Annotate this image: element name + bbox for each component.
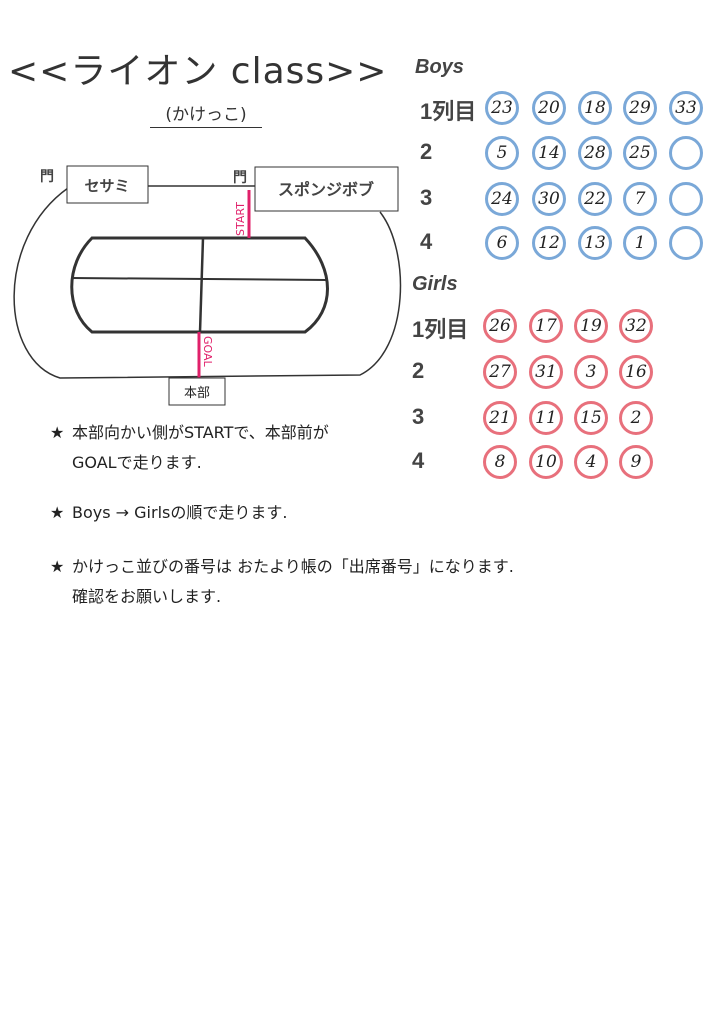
boys-number-circle: 29 (623, 91, 657, 125)
girls-number-circle: 11 (529, 401, 563, 435)
girls-row-label: 4 (412, 448, 425, 473)
star-icon: ★ (50, 423, 65, 442)
star-icon: ★ (50, 503, 65, 522)
girls-row-label: 1列目 (412, 317, 469, 342)
inner-field (70, 236, 329, 334)
boys-number-circle: 12 (532, 226, 566, 260)
boys-number-circle: 30 (532, 182, 566, 216)
box-sesame: セサミ (84, 177, 129, 195)
subtitle: (かけっこ) (150, 100, 262, 128)
boys-number-circle: 6 (485, 226, 519, 260)
girls-number-circle: 16 (619, 355, 653, 389)
boys-row-label: 1列目 (420, 99, 477, 124)
note-text: Boys → Girlsの順で走ります. (72, 503, 288, 522)
boys-number-circle (669, 136, 703, 170)
girls-number-circle: 19 (574, 309, 608, 343)
boys-number-circle: 20 (532, 91, 566, 125)
boys-row-label: 2 (420, 139, 433, 164)
boys-number-circle: 14 (532, 136, 566, 170)
girls-number-circle: 27 (483, 355, 517, 389)
girls-number-circle: 2 (619, 401, 653, 435)
note-text: 確認をお願いします. (72, 587, 222, 606)
girls-number-circle: 26 (483, 309, 517, 343)
boys-number-circle: 13 (578, 226, 612, 260)
gate-right: 門 (233, 170, 247, 186)
boys-number-circle: 24 (485, 182, 519, 216)
boys-number-circle: 22 (578, 182, 612, 216)
boys-number-circle: 33 (669, 91, 703, 125)
note: ★ 本部向かい側がSTARTで、本部前が GOALで走ります. (50, 418, 329, 478)
track-diagram: START GOAL セサミ スポンジボブ 門 門 本部 (13, 165, 402, 406)
hq-label: 本部 (184, 386, 210, 401)
girls-row-label: 2 (412, 358, 425, 383)
boys-number-circle: 5 (485, 136, 519, 170)
girls-number-circle: 15 (574, 401, 608, 435)
start-label: START (234, 202, 247, 236)
note: ★ Boys → Girlsの順で走ります. (50, 498, 287, 528)
boys-number-circle: 25 (623, 136, 657, 170)
boys-number-circle: 18 (578, 91, 612, 125)
girls-number-circle: 21 (483, 401, 517, 435)
girls-number-circle: 4 (574, 445, 608, 479)
page-title: <<ライオン class>> (8, 51, 388, 92)
boys-number-circle (669, 182, 703, 216)
girls-number-circle: 8 (483, 445, 517, 479)
girls-number-circle: 32 (619, 309, 653, 343)
note-text: かけっこ並びの番号は おたより帳の「出席番号」になります. (72, 557, 514, 576)
girls-number-circle: 9 (619, 445, 653, 479)
boys-row-label: 3 (420, 185, 433, 210)
boys-number-circle: 23 (485, 91, 519, 125)
girls-number-circle: 31 (529, 355, 563, 389)
girls-row-label: 3 (412, 404, 425, 429)
girls-heading: Girls (412, 273, 458, 295)
girls-number-circle: 10 (529, 445, 563, 479)
boys-number-circle: 28 (578, 136, 612, 170)
boys-row-label: 4 (420, 229, 433, 254)
boys-number-circle: 7 (623, 182, 657, 216)
note: ★ かけっこ並びの番号は おたより帳の「出席番号」になります. 確認をお願いします. (50, 552, 514, 612)
girls-number-circle: 17 (529, 309, 563, 343)
gate-left: 門 (40, 169, 54, 185)
boys-number-circle (669, 226, 703, 260)
boys-number-circle: 1 (623, 226, 657, 260)
goal-label: GOAL (201, 336, 214, 368)
star-icon: ★ (50, 557, 65, 576)
note-text: 本部向かい側がSTARTで、本部前が (72, 423, 329, 442)
box-spongebob: スポンジボブ (278, 180, 374, 199)
note-text: GOALで走ります. (72, 453, 202, 472)
girls-number-circle: 3 (574, 355, 608, 389)
boys-heading: Boys (415, 56, 464, 78)
